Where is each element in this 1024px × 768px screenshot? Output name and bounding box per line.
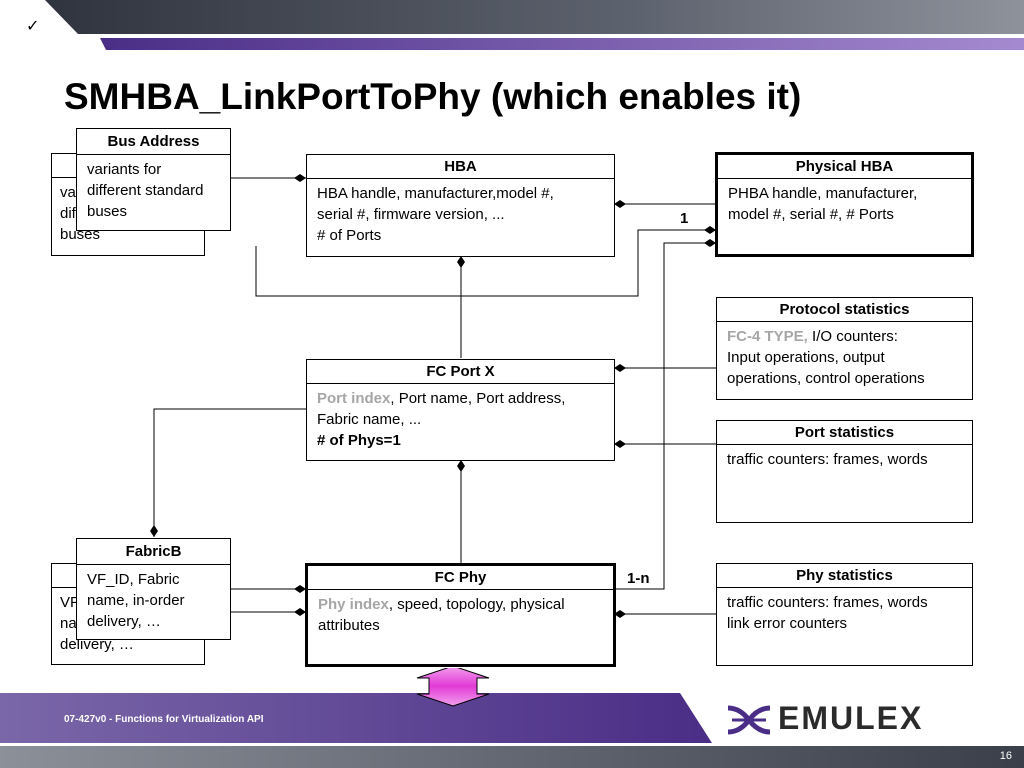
protocol-statistics-box: Protocol statistics FC-4 TYPE, I/O count…: [716, 297, 973, 400]
bus-address-back-line: dif: [60, 205, 76, 222]
fc-port-x-box: FC Port X Port index, Port name, Port ad…: [306, 359, 615, 461]
phy-statistics-box: Phy statistics traffic counters: frames,…: [716, 563, 973, 666]
fabricb-back-line: VF: [60, 594, 80, 611]
bus-address-title: Bus Address: [77, 129, 230, 155]
fabricb-back-line: na: [60, 615, 77, 632]
slide-title: SMHBA_LinkPortToPhy (which enables it): [64, 76, 802, 117]
hba-line: HBA handle, manufacturer,model #,: [317, 185, 554, 202]
phy-statistics-line: link error counters: [727, 615, 848, 632]
fabricb-box: FabricB VF_ID, Fabric name, in-order del…: [76, 538, 231, 640]
multiplicity-label-one: 1: [680, 210, 689, 227]
port-statistics-title: Port statistics: [717, 421, 972, 445]
physical-hba-line: model #, serial #, # Ports: [728, 206, 894, 223]
header-decoration: [45, 0, 1024, 50]
fc-port-x-line: Fabric name, ...: [317, 411, 422, 428]
fc-phy-highlight: Phy index: [318, 596, 389, 613]
bus-address-line: buses: [87, 203, 128, 220]
fc-port-x-line: , Port name, Port address,: [390, 390, 566, 407]
page-number: 16: [999, 750, 1012, 762]
fabricb-line: name, in-order: [87, 592, 185, 609]
fc-port-x-title: FC Port X: [307, 360, 614, 384]
port-statistics-line: traffic counters: frames, words: [727, 451, 928, 468]
hba-line: # of Ports: [317, 227, 382, 244]
phy-statistics-line: traffic counters: frames, words: [727, 594, 928, 611]
bus-address-back-line: va: [60, 184, 76, 201]
double-arrow-icon: [416, 668, 490, 707]
fc-phy-line: , speed, topology, physical: [388, 596, 565, 613]
fc-phy-title: FC Phy: [308, 566, 613, 590]
physical-hba-title: Physical HBA: [718, 155, 971, 179]
hba-title: HBA: [307, 155, 614, 179]
fc-phy-box: FC Phy Phy index, speed, topology, physi…: [305, 563, 616, 667]
emulex-logo-icon: [727, 705, 771, 735]
footer-text: 07-427v0 - Functions for Virtualization …: [64, 714, 264, 725]
protocol-statistics-highlight: FC-4 TYPE,: [727, 328, 808, 345]
physical-hba-box: Physical HBA PHBA handle, manufacturer, …: [715, 152, 974, 257]
port-statistics-box: Port statistics traffic counters: frames…: [716, 420, 973, 523]
phy-statistics-title: Phy statistics: [717, 564, 972, 588]
protocol-statistics-title: Protocol statistics: [717, 298, 972, 322]
fabricb-title: FabricB: [77, 539, 230, 565]
fc-phy-line: attributes: [318, 617, 380, 634]
bus-address-line: variants for: [87, 161, 162, 178]
bus-address-box: Bus Address variants for different stand…: [76, 128, 231, 231]
multiplicity-label-one-n: 1-n: [627, 570, 650, 587]
fabricb-line: VF_ID, Fabric: [87, 571, 180, 588]
hba-box: HBA HBA handle, manufacturer,model #, se…: [306, 154, 615, 257]
bus-address-line: different standard: [87, 182, 204, 199]
fc-port-x-line: # of Phys=1: [317, 432, 401, 449]
protocol-statistics-line: I/O counters:: [807, 328, 898, 345]
protocol-statistics-line: Input operations, output: [727, 349, 885, 366]
fabricb-line: delivery, …: [87, 613, 161, 630]
hba-line: serial #, firmware version, ...: [317, 206, 505, 223]
physical-hba-line: PHBA handle, manufacturer,: [728, 185, 918, 202]
fabricb-back-line: delivery, …: [60, 636, 134, 653]
check-icon: ✓: [26, 18, 40, 35]
footer-decoration: [0, 668, 1024, 768]
emulex-logo-text: EMULEX: [778, 700, 924, 736]
emulex-logo: EMULEX: [726, 700, 986, 738]
protocol-statistics-line: operations, control operations: [727, 370, 925, 387]
fc-port-x-highlight: Port index: [317, 390, 391, 407]
